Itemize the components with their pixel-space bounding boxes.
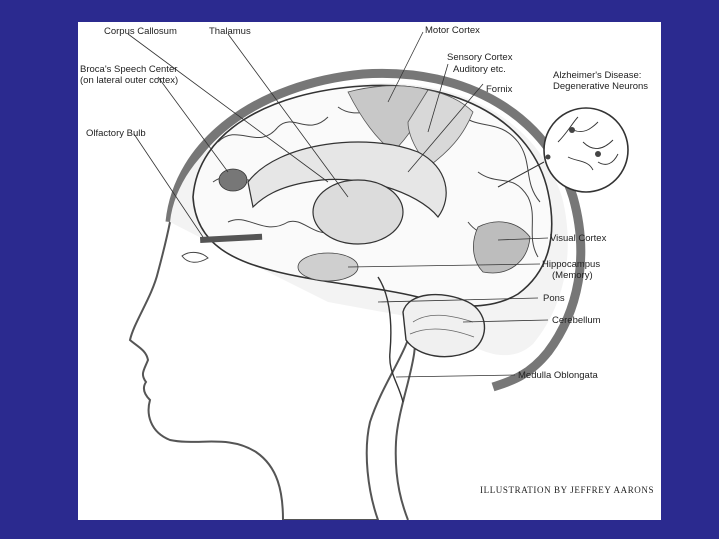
label-visual-cortex: Visual Cortex bbox=[550, 233, 607, 244]
label-olfactory: Olfactory Bulb bbox=[86, 128, 146, 139]
sensory-cortex-region bbox=[407, 89, 474, 168]
label-sensory-2: Auditory etc. bbox=[453, 64, 506, 75]
brocas-area bbox=[218, 168, 248, 192]
label-corpus-callosum: Corpus Callosum bbox=[104, 26, 177, 37]
label-brocas-2: (on lateral outer cortex) bbox=[80, 75, 179, 86]
label-alzheimers-1: Alzheimer's Disease: bbox=[553, 70, 642, 81]
head-profile bbox=[128, 221, 414, 520]
brain-stem bbox=[377, 276, 404, 403]
brain-diagram bbox=[127, 31, 629, 520]
label-thalamus: Thalamus bbox=[209, 26, 251, 37]
inset-connector bbox=[497, 161, 545, 188]
neuron-inset bbox=[543, 107, 629, 193]
illustration-panel: Corpus Callosum Thalamus Motor Cortex Br… bbox=[78, 22, 661, 520]
label-motor-cortex: Motor Cortex bbox=[425, 25, 480, 36]
corpus-callosum bbox=[247, 141, 447, 218]
illustration-credit: ILLUSTRATION BY JEFFREY AARONS bbox=[480, 485, 655, 495]
label-fornix: Fornix bbox=[486, 84, 513, 95]
thalamus bbox=[312, 179, 404, 245]
label-pons: Pons bbox=[543, 293, 565, 304]
label-sensory-1: Sensory Cortex bbox=[447, 52, 513, 63]
label-brocas-1: Broca's Speech Center bbox=[80, 64, 178, 75]
cerebellum bbox=[402, 293, 486, 358]
skull-outline bbox=[165, 68, 586, 392]
label-medulla: Medulla Oblongata bbox=[518, 370, 598, 381]
visual-cortex-region bbox=[473, 221, 531, 274]
label-alzheimers-2: Degenerative Neurons bbox=[553, 81, 649, 92]
label-hippocampus-2: (Memory) bbox=[552, 270, 593, 281]
neck-back bbox=[394, 321, 417, 520]
label-cerebellum: Cerebellum bbox=[552, 315, 601, 326]
label-hippocampus-1: Hippocampus bbox=[542, 259, 601, 270]
olfactory-bulb bbox=[199, 233, 263, 243]
eye bbox=[181, 251, 209, 263]
